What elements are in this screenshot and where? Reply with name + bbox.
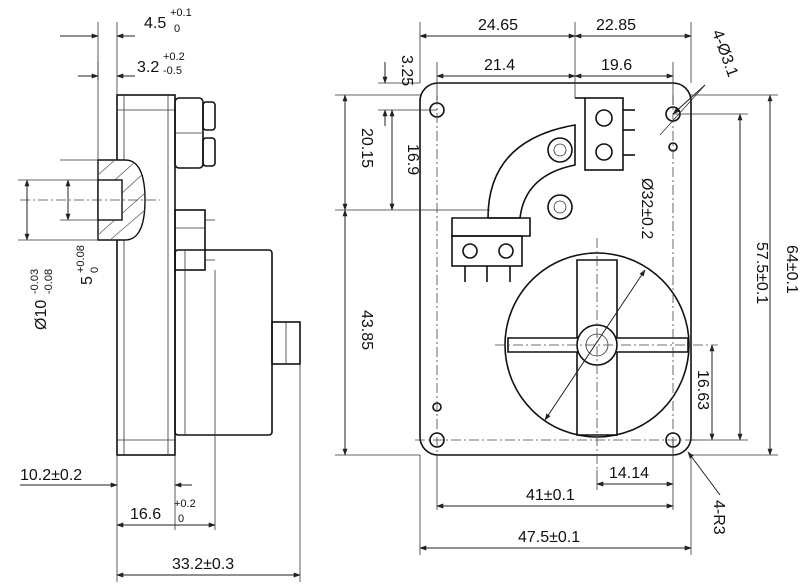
dim-41: 41±0.1 bbox=[526, 487, 575, 504]
dim-shaft-flat: 5 bbox=[79, 276, 96, 285]
dim-1663: 16.63 bbox=[694, 370, 711, 410]
dim-radius-spec: 4-R3 bbox=[710, 500, 727, 535]
dim-475: 47.5±0.1 bbox=[518, 529, 580, 546]
dim-hole-spec: 4-Ø3.1 bbox=[708, 28, 741, 80]
gearbox-body bbox=[116, 94, 176, 456]
dim-shaft-len: 4.5 bbox=[144, 15, 166, 32]
svg-text:+0.08: +0.08 bbox=[75, 245, 87, 273]
dim-mid-left: 21.4 bbox=[484, 57, 515, 74]
svg-text:0: 0 bbox=[178, 513, 184, 525]
dim-64: 64±0.1 bbox=[783, 245, 800, 294]
dim-top-left: 24.65 bbox=[478, 17, 518, 34]
dim-overall-len: 33.2±0.3 bbox=[172, 556, 234, 573]
svg-text:-0.08: -0.08 bbox=[43, 269, 55, 294]
svg-text:+0.1: +0.1 bbox=[170, 7, 192, 19]
front-view: 24.65 22.85 21.4 19.6 4-Ø3.1 3.25 20.15 … bbox=[335, 17, 800, 555]
top-switch bbox=[584, 97, 624, 171]
svg-text:+0.2: +0.2 bbox=[163, 51, 185, 63]
svg-text:-0.03: -0.03 bbox=[29, 269, 41, 294]
dim-motor-offset: 16.6 bbox=[130, 506, 161, 523]
svg-text:+0.2: +0.2 bbox=[174, 498, 196, 510]
dim-top-right: 22.85 bbox=[596, 17, 636, 34]
dim-shaft-dia: Ø10 bbox=[33, 300, 50, 330]
dim-575: 57.5±0.1 bbox=[753, 242, 770, 304]
mounting-plate bbox=[419, 82, 692, 456]
dim-169: 16.9 bbox=[404, 144, 421, 175]
dim-gearbox-thk: 10.2±0.2 bbox=[20, 467, 82, 484]
side-view: 4.5 +0.1 0 3.2 +0.2 -0.5 Ø10 -0.03 -0.08… bbox=[18, 7, 301, 582]
svg-text:0: 0 bbox=[174, 23, 180, 35]
svg-text:0: 0 bbox=[89, 267, 101, 273]
dim-flat-len: 3.2 bbox=[137, 59, 159, 76]
motor-can bbox=[174, 249, 273, 436]
dim-motor-dia: Ø32±0.2 bbox=[638, 178, 655, 239]
dim-2015: 20.15 bbox=[358, 128, 375, 168]
dim-4385: 43.85 bbox=[358, 310, 375, 350]
dim-1414: 14.14 bbox=[609, 465, 649, 482]
dim-325: 3.25 bbox=[398, 55, 415, 86]
svg-text:-0.5: -0.5 bbox=[163, 65, 182, 77]
dim-mid-right: 19.6 bbox=[601, 57, 632, 74]
